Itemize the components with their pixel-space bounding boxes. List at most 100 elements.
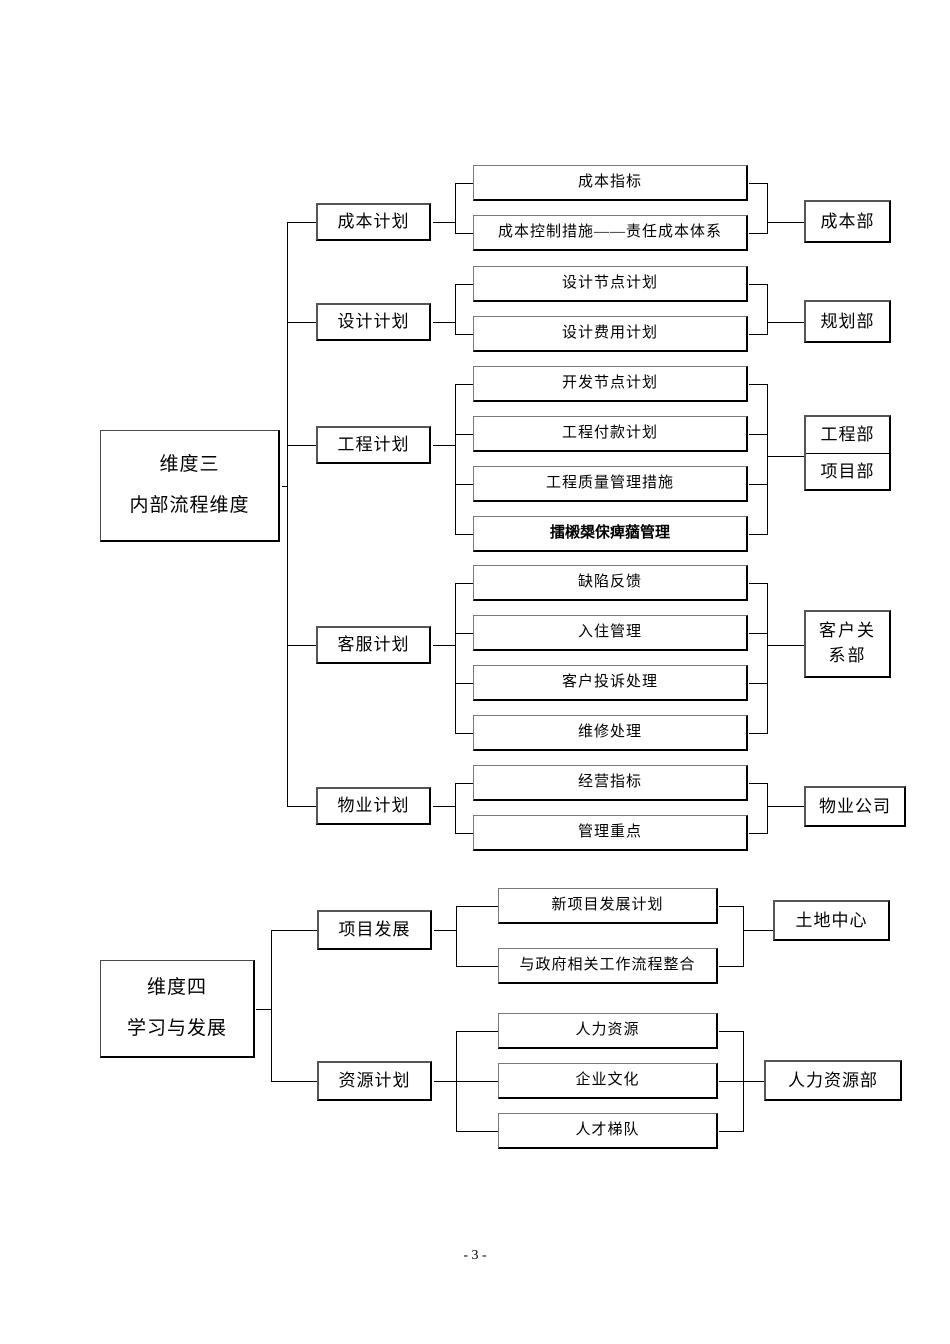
connector-cost-dept-0 [749, 183, 768, 184]
connector-dim4-spine [271, 930, 272, 1082]
connector-cost-item-0 [455, 183, 474, 184]
item-box-service-0: 缺陷反馈 [473, 565, 748, 601]
connector-resource-dept-1 [719, 1081, 744, 1082]
item-box-engineering-2: 工程质量管理措施 [473, 466, 748, 502]
connector-property-plan-in [287, 806, 316, 807]
dept-cell-engineering-1: 项目部 [806, 452, 889, 490]
connector-cost-dept-lead [767, 222, 804, 223]
connector-projdev-bracket [456, 906, 457, 967]
connector-property-item-0 [455, 783, 474, 784]
item-box-design-1: 设计费用计划 [473, 316, 748, 352]
connector-design-dept-bracket [767, 284, 768, 335]
connector-engineering-item-2 [455, 484, 474, 485]
dept-box-design: 规划部 [804, 300, 891, 343]
dept-box-property: 物业公司 [804, 786, 906, 827]
connector-service-dept-2 [749, 683, 768, 684]
connector-resource-dept-2 [719, 1131, 744, 1132]
connector-engineering-item-3 [455, 534, 474, 535]
connector-projdev-plan-out [434, 930, 457, 931]
connector-property-dept-0 [749, 783, 768, 784]
connector-engineering-item-0 [455, 384, 474, 385]
connector-service-dept-bracket [767, 583, 768, 734]
dimension-box-three: 维度三 内部流程维度 [100, 430, 280, 542]
item-box-resource-1: 企业文化 [498, 1063, 718, 1099]
connector-design-dept-lead [767, 322, 804, 323]
item-box-engineering-1: 工程付款计划 [473, 416, 748, 452]
connector-resource-plan-out [434, 1081, 457, 1082]
connector-engineering-bracket [455, 384, 456, 535]
connector-design-dept-0 [749, 284, 768, 285]
connector-resource-item-2 [456, 1131, 499, 1132]
item-box-cost-1: 成本控制措施——责任成本体系 [473, 215, 748, 251]
connector-engineering-item-1 [455, 434, 474, 435]
connector-resource-item-0 [456, 1031, 499, 1032]
connector-service-plan-in [287, 645, 316, 646]
connector-cost-item-1 [455, 233, 474, 234]
connector-projdev-dept-1 [719, 966, 744, 967]
item-box-cost-0: 成本指标 [473, 165, 748, 201]
dept-box-land-center: 土地中心 [773, 900, 890, 941]
dimension-three-line1: 维度三 [159, 454, 220, 476]
dept-box-service: 客户关系部 [804, 610, 891, 678]
connector-projdev-plan-in [271, 930, 317, 931]
connector-dim4-stub [256, 1009, 272, 1010]
plan-box-service: 客服计划 [316, 626, 431, 664]
page-number: - 3 - [463, 1248, 487, 1263]
connector-engineering-dept-0 [749, 384, 768, 385]
plan-box-property: 物业计划 [316, 787, 431, 825]
connector-service-dept-lead [767, 645, 804, 646]
connector-cost-dept-1 [749, 233, 768, 234]
dept-box-engineering: 工程部 项目部 [804, 415, 891, 491]
plan-box-engineering: 工程计划 [316, 426, 431, 464]
dimension-four-line1: 维度四 [146, 977, 207, 999]
connector-resource-dept-lead [743, 1081, 765, 1082]
item-box-service-3: 维修处理 [473, 715, 748, 751]
connector-property-bracket [455, 783, 456, 834]
connector-service-dept-3 [749, 733, 768, 734]
dept-cell-engineering-0: 工程部 [820, 425, 875, 445]
item-box-resource-2: 人才梯队 [498, 1113, 718, 1149]
item-box-design-0: 设计节点计划 [473, 266, 748, 302]
plan-box-cost: 成本计划 [316, 203, 431, 241]
item-box-service-2: 客户投诉处理 [473, 665, 748, 701]
connector-engineering-dept-1 [749, 434, 768, 435]
connector-property-item-1 [455, 833, 474, 834]
connector-service-item-2 [455, 683, 474, 684]
connector-design-plan-out [433, 322, 456, 323]
dimension-four-line2: 学习与发展 [126, 1018, 227, 1039]
connector-engineering-dept-lead [767, 456, 804, 457]
connector-service-item-0 [455, 583, 474, 584]
connector-design-item-0 [455, 284, 474, 285]
connector-projdev-item-0 [456, 906, 499, 907]
connector-property-dept-1 [749, 833, 768, 834]
connector-design-bracket [455, 284, 456, 335]
connector-service-dept-0 [749, 583, 768, 584]
connector-resource-dept-0 [719, 1031, 744, 1032]
plan-box-design: 设计计划 [316, 303, 431, 341]
connector-service-item-3 [455, 733, 474, 734]
plan-box-project-development: 项目发展 [317, 910, 432, 950]
dimension-box-four: 维度四 学习与发展 [100, 960, 255, 1058]
connector-engineering-dept-bracket [767, 384, 768, 535]
connector-engineering-plan-out [433, 445, 456, 446]
item-box-resource-0: 人力资源 [498, 1013, 718, 1049]
item-box-engineering-3: 擂樧槼俕痺蕕管理 [473, 516, 748, 552]
connector-projdev-item-1 [456, 966, 499, 967]
connector-property-dept-bracket [767, 783, 768, 834]
connector-engineering-dept-3 [749, 534, 768, 535]
connector-property-plan-out [433, 806, 456, 807]
item-box-projdev-0: 新项目发展计划 [498, 888, 718, 924]
connector-dim3-spine [287, 222, 288, 807]
connector-projdev-dept-bracket [743, 906, 744, 967]
connector-service-plan-out [433, 645, 456, 646]
connector-resource-plan-in [271, 1081, 317, 1082]
connector-property-dept-lead [767, 806, 804, 807]
connector-cost-plan-out [433, 222, 456, 223]
connector-service-dept-1 [749, 633, 768, 634]
connector-cost-bracket [455, 183, 456, 234]
connector-design-dept-1 [749, 334, 768, 335]
dept-box-cost: 成本部 [804, 200, 891, 243]
connector-engineering-dept-2 [749, 484, 768, 485]
connector-resource-item-1 [456, 1081, 499, 1082]
